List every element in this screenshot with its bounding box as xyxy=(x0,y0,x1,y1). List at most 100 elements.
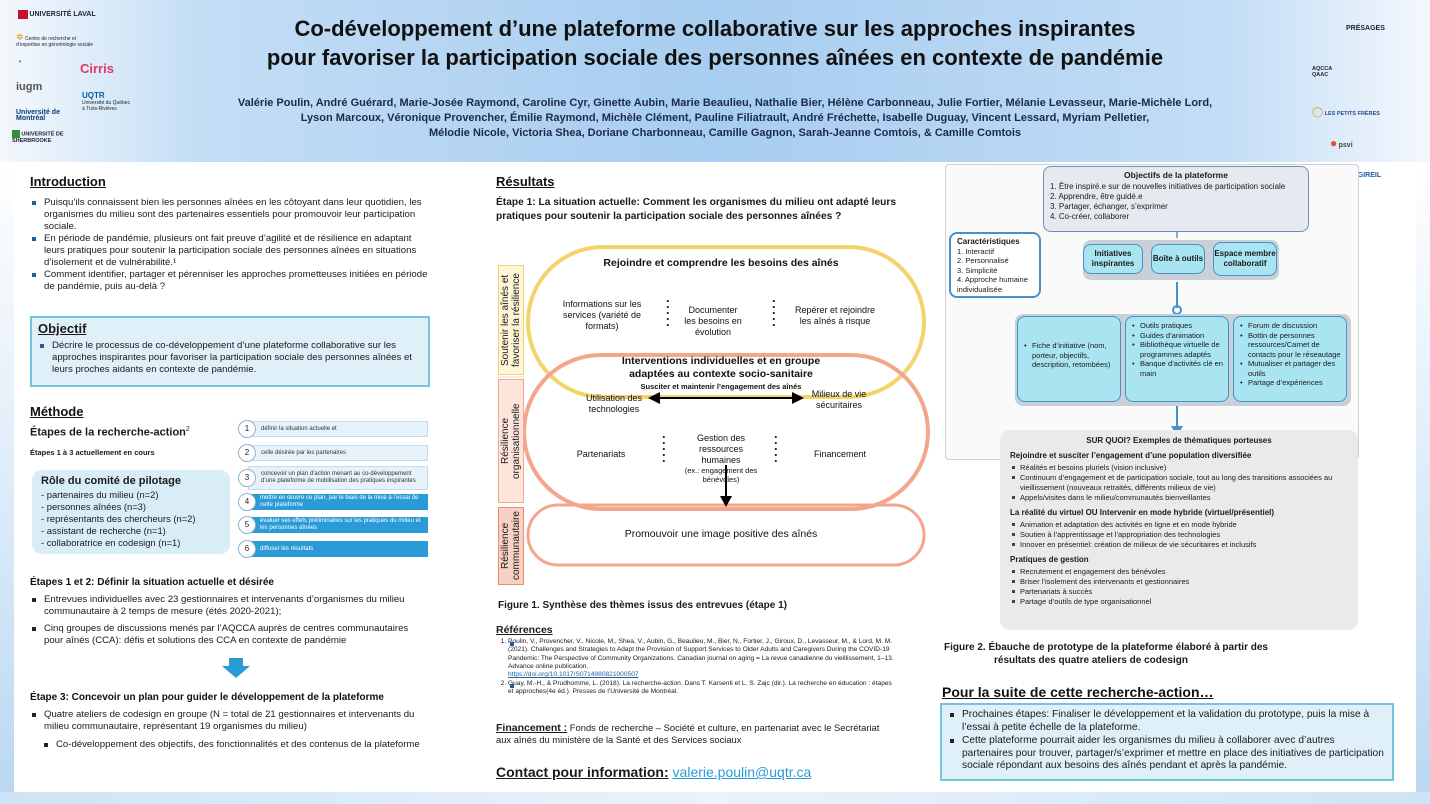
list-item: Briser l’isolement des intervenants et g… xyxy=(1010,577,1348,587)
list-item: Continuum d’engagement et de participati… xyxy=(1010,473,1348,493)
reference-doi-link[interactable]: https://doi.org/10.1017/S071498082100050… xyxy=(508,671,639,679)
contact-section: Contact pour information: valerie.poulin… xyxy=(496,764,812,780)
fig2-section-espace: Espace membre collaboratif xyxy=(1213,242,1277,276)
logo-presages: PRÉSAGES xyxy=(1346,25,1385,32)
methode-heading: Méthode xyxy=(30,404,84,419)
list-item: •Outils pratiques xyxy=(1132,321,1193,330)
etape3-title: Étape 3: Concevoir un plan pour guider l… xyxy=(30,692,384,703)
intro-list: Puisqu’ils connaissent bien les personne… xyxy=(30,197,430,293)
logo-psvi: ● psvi xyxy=(1330,136,1353,150)
fig1-bottom: Promouvoir une image positive des aînés xyxy=(624,528,818,540)
objectif-text: Décrire le processus de co-développement… xyxy=(38,340,422,376)
list-item: •Mutualiser et partager des outils xyxy=(1240,359,1336,378)
comite-title: Rôle du comité de pilotage xyxy=(41,475,181,487)
intro-heading: Introduction xyxy=(30,174,106,189)
fig2-section-initiatives: Initiatives inspirantes xyxy=(1083,244,1143,274)
fig1-mid-b: Milieux de vie sécuritaires xyxy=(811,389,867,410)
resultats-section: Résultats Étape 1: La situation actuelle… xyxy=(496,174,896,223)
step-4: mettre en œuvre ce plan, par le biais de… xyxy=(238,493,428,511)
resultats-heading: Résultats xyxy=(496,174,555,189)
fig2-sur-quoi-box: SUR QUOI? Exemples de thématiques porteu… xyxy=(1000,430,1358,630)
list-item: 4. Co-créer, collaborer xyxy=(1050,212,1130,221)
right-accent-strip xyxy=(1416,162,1430,804)
list-item: 2. Personnalisé xyxy=(957,256,1009,265)
fig1-top-c: Repérer et rejoindre les aînés à risque xyxy=(794,305,876,326)
fig2-col-espace: •Forum de discussion •Bottin de personne… xyxy=(1233,316,1347,402)
fig2-sur-quoi-title: SUR QUOI? Exemples de thématiques porteu… xyxy=(1086,436,1272,445)
logo-laval: UNIVERSITÉ LAVAL xyxy=(18,10,96,19)
references-section: Références Poulin, V., Provencher, V., N… xyxy=(496,624,896,697)
etapes12-section: Étapes 1 et 2: Définir la situation actu… xyxy=(30,577,430,647)
list-item: Prochaines étapes: Finaliser le développ… xyxy=(948,709,1386,734)
methode-current: Étapes 1 à 3 actuellement en cours xyxy=(30,447,155,457)
comite-box: Rôle du comité de pilotage - partenaires… xyxy=(32,470,230,554)
fig2-caracteristiques-box: Caractéristiques 1. Interactif 2. Person… xyxy=(949,232,1041,298)
list-item: •Forum de discussion xyxy=(1240,321,1318,330)
list-item: 3. Simplicité xyxy=(957,265,998,275)
objectif-heading: Objectif xyxy=(38,321,87,336)
list-item: Innover en présentiel: création de milie… xyxy=(1010,540,1348,550)
logo-sherbrooke: UNIVERSITÉ DE SHERBROOKE xyxy=(12,130,64,144)
fig2-col-initiatives: •Fiche d’initiative (nom, porteur, objec… xyxy=(1017,316,1121,402)
author-list: Valérie Poulin, André Guérard, Marie-Jos… xyxy=(237,97,1213,139)
list-item: Quatre ateliers de codesign en groupe (N… xyxy=(30,709,430,733)
list-item: Animation et adaptation des activités en… xyxy=(1010,520,1348,530)
suite-section: Pour la suite de cette recherche-action…… xyxy=(932,681,1402,781)
step-3: concevoir un plan d’action menant au co-… xyxy=(238,466,428,490)
poster-header: Co-développement d’une plateforme collab… xyxy=(0,0,1430,162)
objectif-box: Objectif Décrire le processus de co-déve… xyxy=(30,316,430,387)
list-item: Recrutement et engagement des bénévoles xyxy=(1010,567,1348,577)
list-item: - partenaires du milieu (n=2) xyxy=(41,489,159,500)
logo-cerg: ✲ Centre de recherche et d’expertise en … xyxy=(16,32,93,49)
methode-subheading: Étapes de la recherche-action2 xyxy=(30,426,190,439)
fig1-dots-4: ..... xyxy=(774,426,778,465)
logo-udem: Université de Montréal xyxy=(16,109,60,122)
logo-aqcca: AQCCA QAAC xyxy=(1312,66,1332,78)
figure-2-diagram: Objectifs de la plateforme 1. Être inspi… xyxy=(945,160,1365,638)
fig1-org-c: Financement xyxy=(813,449,867,459)
list-item: Co-développement des objectifs, des fonc… xyxy=(42,739,430,751)
logo-iugm: iugm xyxy=(16,81,43,93)
fig1-top-title: Rejoindre et comprendre les besoins des … xyxy=(603,257,839,269)
list-item: •Banque d’activités clé en main xyxy=(1132,359,1223,378)
figure-1-caption: Figure 1. Synthèse des thèmes issus des … xyxy=(498,600,788,611)
list-item: - collaboratrice en codesign (n=1) xyxy=(41,537,181,548)
figure-1-shapes xyxy=(498,245,930,567)
list-item: 1. Interactif xyxy=(957,246,995,256)
fig1-org-b: Gestion des ressources humaines(ex.: eng… xyxy=(684,433,758,484)
fig1-dots-3: ..... xyxy=(662,426,666,465)
references-heading: Références xyxy=(496,624,553,636)
figure-2-caption: Figure 2. Ébauche de prototype de la pla… xyxy=(944,642,1268,666)
list-item: 1. Être inspiré.e sur de nouvelles initi… xyxy=(1050,182,1286,191)
list-item: •Bibliothèque virtuelle de programmes ad… xyxy=(1132,340,1220,359)
list-item: Appels/visites dans le milieu/communauté… xyxy=(1010,493,1348,503)
poster-title: Co-développement d’une plateforme collab… xyxy=(266,16,1164,70)
list-item: Réalités et besoins pluriels (vision inc… xyxy=(1010,463,1348,473)
list-item: - personnes aînées (n=3) xyxy=(41,501,147,512)
list-item: Entrevues individuelles avec 23 gestionn… xyxy=(30,594,430,618)
figure-1-diagram: Soutenir les aînés et favoriser la résil… xyxy=(496,243,936,593)
suite-heading: Pour la suite de cette recherche-action… xyxy=(942,684,1214,700)
logo-cirris: Cirris xyxy=(80,61,114,76)
contact-email-link[interactable]: valerie.poulin@uqtr.ca xyxy=(672,764,812,780)
list-item: 2. Apprendre, être guidé.e xyxy=(1050,192,1143,201)
logo-petits-freres: ◯ LES PETITS FRÈRES xyxy=(1312,107,1380,118)
reference-item: Poulin, V., Provencher, V., Nicole, M., … xyxy=(508,638,896,679)
fig1-dots-1: ..... xyxy=(666,290,670,329)
list-item: 3. Partager, échanger, s’exprimer xyxy=(1050,202,1168,211)
list-item: - représentants des chercheurs (n=2) xyxy=(41,513,196,524)
side-label-organisationnelle: Résilience organisationnelle xyxy=(498,379,524,503)
list-item: En période de pandémie, plusieurs ont fa… xyxy=(30,233,430,269)
step-5: évaluer ses effets préliminaires sur les… xyxy=(238,516,428,534)
fig2-section-outils: Boîte à outils xyxy=(1151,244,1205,274)
side-label-communautaire: Résilience communautaire xyxy=(498,507,524,585)
fig1-org-a: Partenariats xyxy=(576,449,626,459)
methode-section: Méthode Étapes de la recherche-action2 É… xyxy=(30,404,230,457)
logo-small-circle: ◔ xyxy=(16,57,23,68)
intro-section: Introduction Puisqu’ils connaissent bien… xyxy=(30,174,430,293)
list-item: •Guides d’animation xyxy=(1132,330,1205,340)
